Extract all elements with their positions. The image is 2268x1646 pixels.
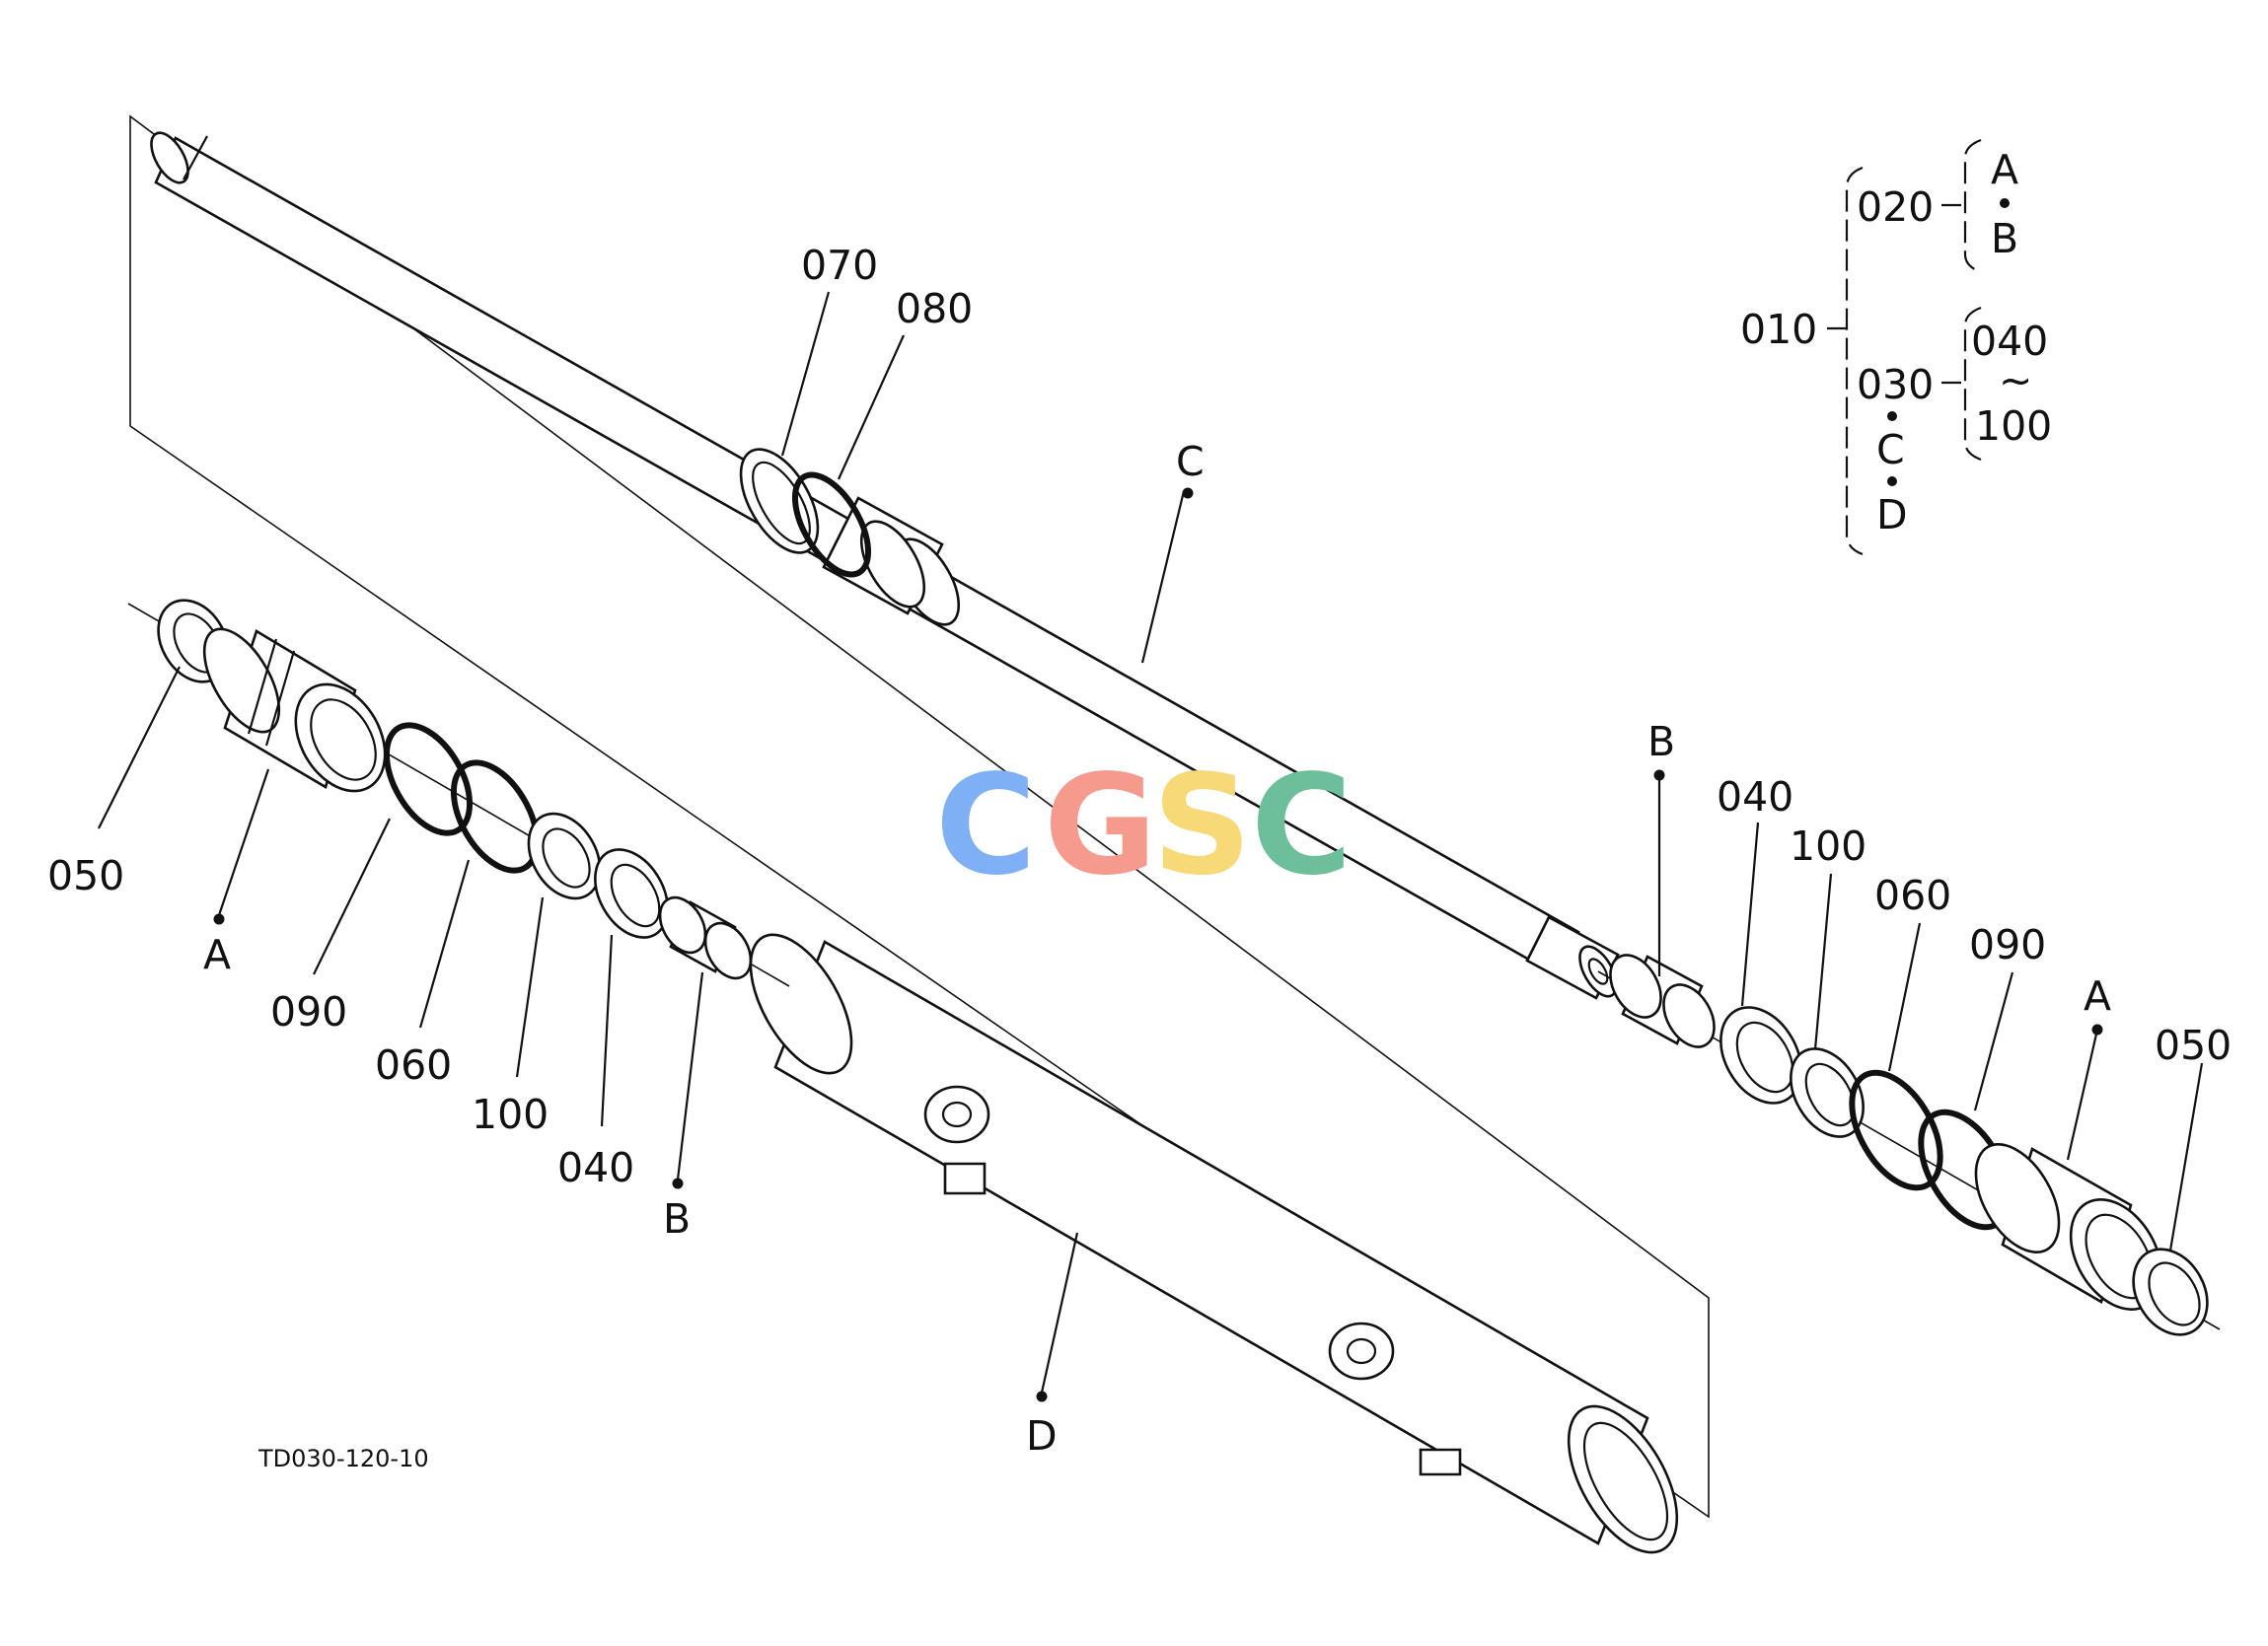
legend-group1: 020 — [1857, 183, 1934, 231]
legend-group2: 030 — [1857, 361, 1934, 408]
watermark-letter-2: G — [1044, 746, 1157, 906]
left-o-ring-090 — [383, 722, 474, 836]
right-backup-ring-100 — [1790, 1047, 1865, 1138]
legend-group2-item-1: C — [1876, 426, 1905, 473]
callout-right-090: 090 — [1969, 921, 2046, 968]
callout-right-A: A — [2084, 972, 2111, 1020]
piston-rod — [150, 131, 1620, 1000]
callout-080: 080 — [896, 285, 973, 332]
callout-right-B: B — [1647, 718, 1675, 765]
callout-left-B: B — [663, 1195, 691, 1243]
left-backup-ring-100 — [527, 812, 602, 900]
legend-group2-sub-start: 040 — [1971, 318, 2048, 365]
callout-left-A: A — [203, 931, 231, 978]
left-o-ring-060 — [450, 759, 541, 874]
callout-C: C — [1176, 438, 1205, 485]
callout-right-050: 050 — [2155, 1022, 2231, 1069]
legend-group2-sub-tilde: ~ — [1999, 357, 2032, 404]
assembly-legend: 010 020 A B 030 040 ~ 100 C D — [1740, 138, 2052, 556]
callout-left-040: 040 — [557, 1144, 634, 1191]
left-bushing-B — [658, 895, 753, 980]
right-bushing-B — [1609, 954, 1716, 1048]
right-seal-040 — [1719, 1006, 1802, 1105]
left-gland-A — [202, 627, 387, 793]
drawing-code: TD030-120-10 — [257, 1445, 429, 1472]
watermark-letter-3: S — [1152, 746, 1252, 906]
o-ring-080 — [791, 471, 872, 578]
right-o-ring-060 — [1849, 1069, 1943, 1191]
callout-left-090: 090 — [270, 988, 347, 1036]
legend-group1-item-1: A — [1991, 146, 2018, 193]
callout-left-100: 100 — [472, 1091, 549, 1138]
callout-right-100: 100 — [1790, 823, 1866, 870]
callout-left-060: 060 — [375, 1041, 452, 1089]
left-seal-040 — [594, 848, 669, 939]
watermark-letter-1: C — [935, 746, 1037, 906]
legend-group2-item-2: D — [1876, 491, 1908, 538]
right-wiper-050 — [2132, 1248, 2209, 1336]
callout-D: D — [1026, 1412, 1058, 1460]
callout-right-060: 060 — [1874, 872, 1951, 919]
cylinder-tube — [749, 933, 1679, 1554]
piston-ring-070 — [739, 448, 820, 554]
watermark-letter-4: C — [1251, 746, 1353, 906]
callout-right-040: 040 — [1717, 773, 1793, 821]
callout-left-050: 050 — [47, 852, 124, 899]
callout-070: 070 — [801, 242, 878, 289]
leader-lines — [98, 291, 2204, 1394]
legend-group1-item-2: B — [1991, 215, 2018, 262]
cgsc-watermark: C G S C — [935, 746, 1353, 906]
legend-group2-sub-end: 100 — [1975, 402, 2052, 450]
legend-root: 010 — [1740, 306, 1817, 353]
reference-plane — [129, 114, 1710, 1519]
right-gland-A — [1974, 1143, 2163, 1311]
callout-dots — [213, 487, 2103, 1402]
